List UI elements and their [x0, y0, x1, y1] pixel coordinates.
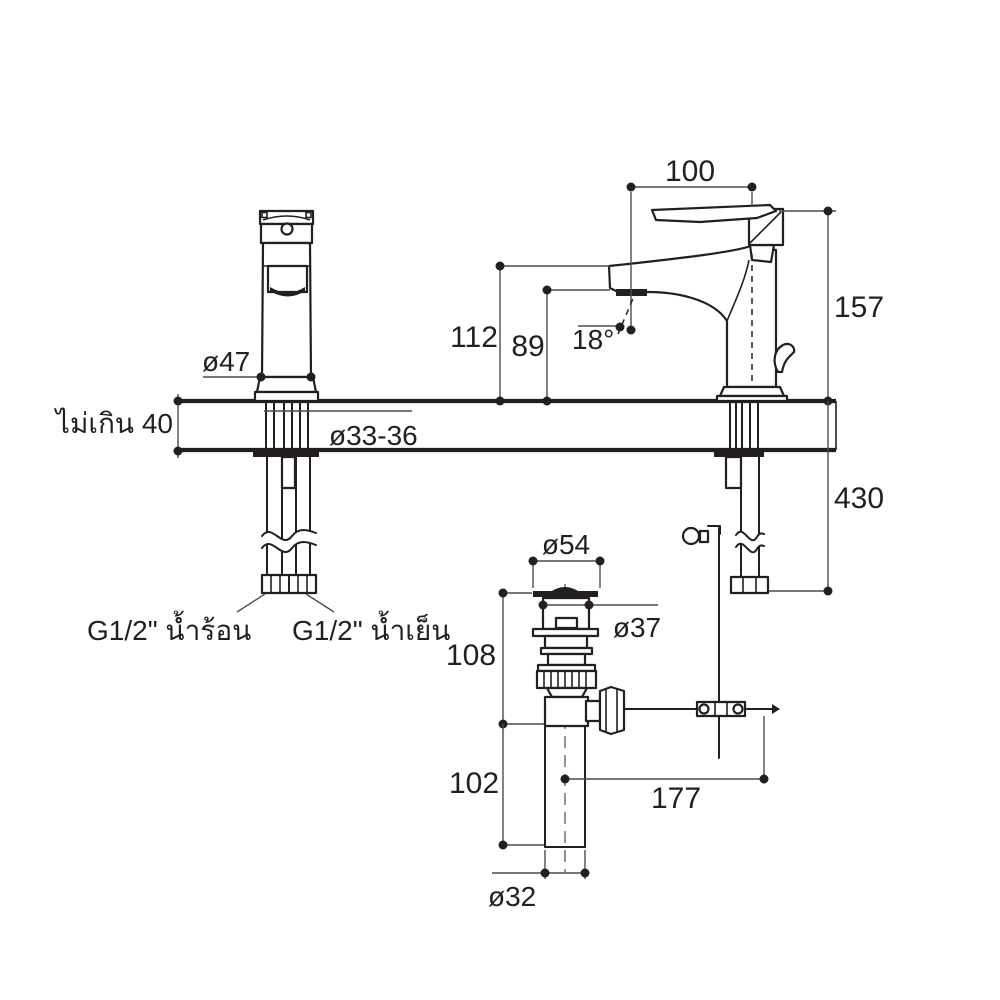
dimension-drain-lower-height: 102 — [449, 724, 544, 850]
mounting-shank-right — [729, 402, 759, 451]
pipe-diameter-label: ø32 — [488, 881, 536, 912]
mounting-plate-right — [714, 451, 764, 457]
hot-water-label: G1/2" น้ำร้อน — [87, 610, 251, 646]
spout-reach-label: 100 — [665, 155, 715, 188]
dimension-drain-upper-height: 108 — [446, 588, 544, 729]
dimension-flange-diameter: ø54 — [528, 529, 605, 588]
mounting-stud-left — [280, 455, 297, 490]
drain-upper-height-label: 108 — [446, 639, 496, 672]
dimension-hole-diameter: ø33-36 — [264, 410, 418, 451]
outlet-height-label: 89 — [511, 330, 544, 363]
ball-rod — [624, 700, 780, 718]
supply-tube-right — [729, 456, 770, 595]
faucet-front-view: G1/2" น้ำร้อน G1/2" น้ำเย็น — [87, 209, 450, 646]
rod-length-label: 177 — [651, 782, 701, 815]
mounting-plate-left — [253, 451, 319, 457]
dimension-counter-thickness: ไม่เกิน 40 — [54, 394, 183, 458]
handle-button — [280, 222, 294, 236]
drain-lower-height-label: 102 — [449, 767, 499, 800]
drain-body-diameter-label: ø37 — [613, 612, 661, 643]
faucet-side-view — [607, 203, 796, 759]
spout-angle-label: 18° — [572, 324, 614, 355]
spout-top-height-label: 112 — [450, 321, 498, 354]
dimension-hose-length: 430 — [769, 401, 884, 596]
cold-water-label: G1/2" น้ำเย็น — [292, 610, 450, 646]
mounting-stud-right — [724, 455, 743, 490]
mounting-shank-left — [265, 402, 309, 451]
dimension-total-height: 157 — [779, 206, 884, 406]
hole-diameter-label: ø33-36 — [329, 420, 418, 451]
dimension-spout-angle: 18° — [572, 288, 638, 355]
dimension-drain-body-diameter: ø37 — [538, 600, 661, 643]
rod-clamp — [695, 700, 747, 718]
drain-assembly — [531, 584, 780, 872]
flange-diameter-label: ø54 — [542, 529, 590, 560]
hose-length-label: 430 — [834, 482, 884, 515]
dimension-pipe-diameter: ø32 — [488, 850, 590, 912]
base-diameter-label: ø47 — [202, 346, 250, 377]
dimension-rod-length: 177 — [560, 716, 769, 815]
lift-rod-knob — [773, 342, 796, 374]
total-height-label: 157 — [834, 291, 884, 324]
pop-up-rod — [681, 525, 721, 759]
supply-tubes-left — [260, 455, 318, 595]
counter-thickness-label: ไม่เกิน 40 — [54, 408, 173, 439]
drain-side-nut — [598, 685, 626, 736]
dimension-spout-top-height: 112 — [450, 261, 610, 406]
dimension-spout-reach: 100 — [626, 155, 757, 335]
hose-nut-right — [729, 575, 770, 595]
countertop — [178, 398, 837, 453]
dimension-outlet-height: 89 — [511, 285, 610, 406]
dimension-base-diameter: ø47 — [202, 346, 316, 382]
